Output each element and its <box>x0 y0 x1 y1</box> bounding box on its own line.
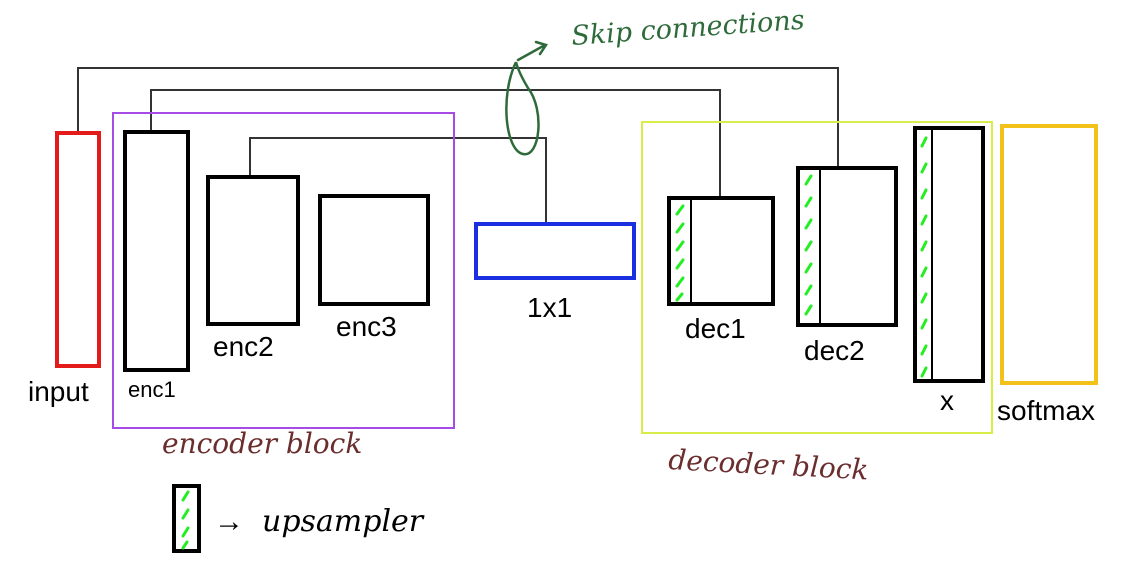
softmax-label: softmax <box>997 395 1095 426</box>
upsampler-legend-swatch <box>172 484 201 553</box>
dec1-upsampler-marks <box>675 204 685 302</box>
dec1-layer <box>667 196 775 306</box>
upsampler-legend-marks <box>181 490 190 550</box>
skip-connections-arrow <box>516 40 548 62</box>
input-layer <box>55 131 101 368</box>
dec2-upsampler-marks <box>804 174 813 316</box>
input-label: input <box>28 376 89 407</box>
skip-line-enc2-bottleneck <box>249 137 547 224</box>
dec1-label: dec1 <box>685 313 746 344</box>
skip-line-enc1-dec1 <box>150 89 721 198</box>
skip-connections-annotation: Skip connections <box>570 5 805 52</box>
x-label: x <box>940 385 954 416</box>
bottleneck-layer <box>474 222 636 280</box>
decoder-block-frame <box>641 121 993 434</box>
skip-connections <box>77 67 839 224</box>
upsampler-legend-arrow: → <box>214 505 244 538</box>
upsampler-legend: → upsampler <box>172 484 425 553</box>
enc1-label: enc1 <box>128 377 176 402</box>
skip-connections-loop <box>505 61 540 156</box>
enc3-layer <box>318 194 430 306</box>
softmax-layer <box>1000 124 1098 385</box>
encoder-block-annotation: encoder block <box>162 427 362 460</box>
dec2-layer <box>796 166 898 327</box>
bottleneck-label: 1x1 <box>527 292 572 323</box>
enc2-label: enc2 <box>213 331 274 362</box>
dec2-label: dec2 <box>804 335 865 366</box>
enc3-label: enc3 <box>336 311 397 342</box>
enc2-layer <box>206 175 300 326</box>
upsampler-legend-label: upsampler <box>262 504 425 539</box>
decoder-block-annotation: decoder block <box>668 443 870 486</box>
enc1-layer <box>123 130 190 372</box>
skip-line-input-dec2 <box>77 67 839 168</box>
x-upsampler-marks <box>920 136 928 378</box>
encoder-block-frame <box>112 112 455 429</box>
x-layer <box>913 126 985 383</box>
